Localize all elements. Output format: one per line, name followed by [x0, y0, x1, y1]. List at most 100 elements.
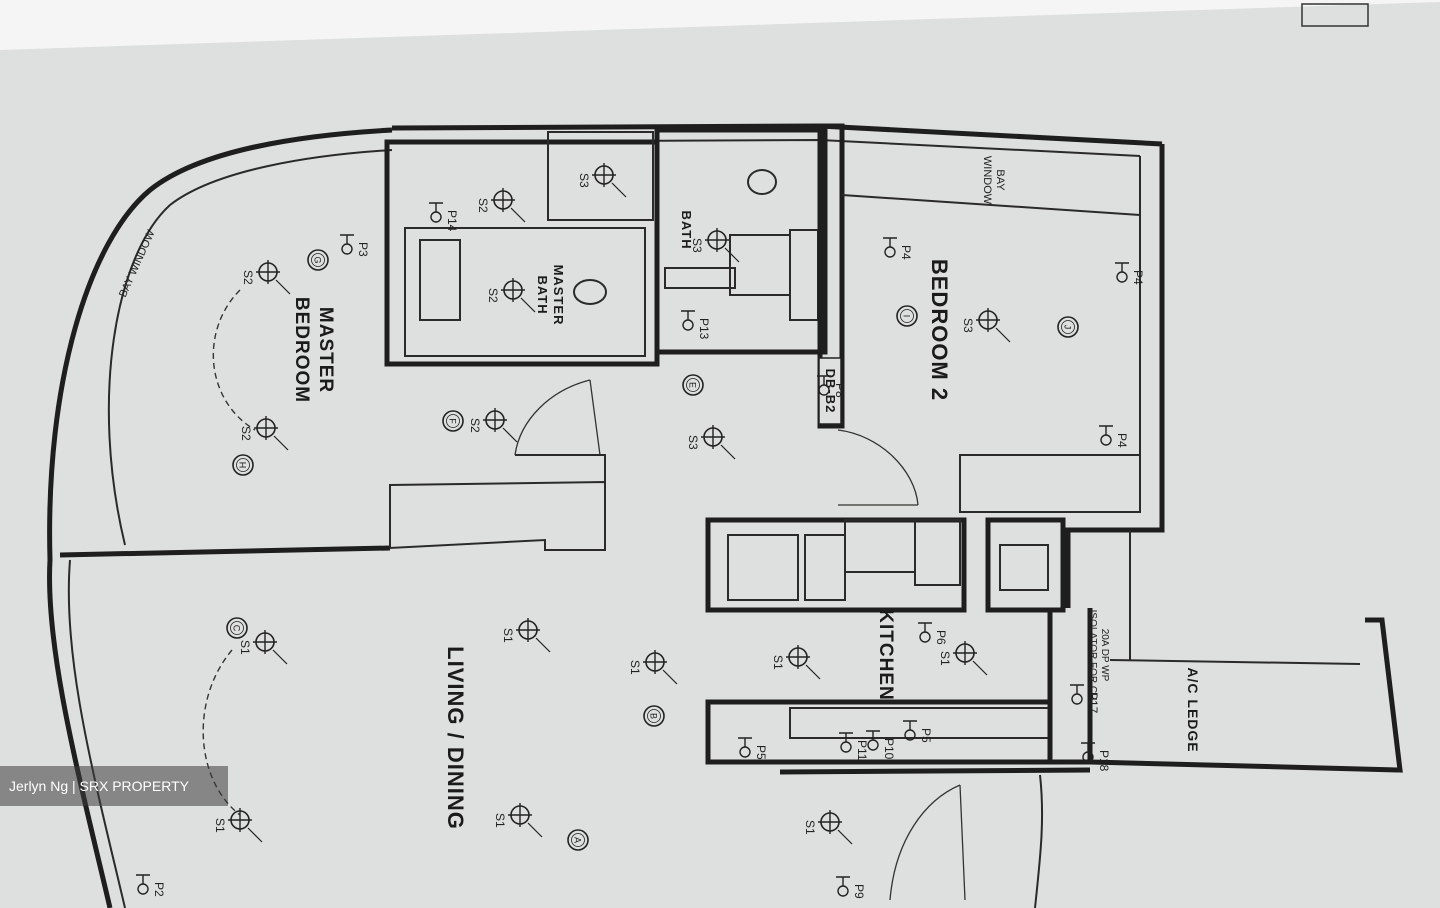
svg-text:BATH: BATH [535, 275, 550, 314]
switch-label: S1 [803, 820, 817, 835]
light-symbol: C [226, 617, 248, 639]
room-label-living-dining: LIVING / DINING [443, 646, 468, 830]
switch-symbol: S2 [241, 260, 291, 295]
light-symbol: B [643, 705, 665, 727]
switch-label: S3 [961, 318, 975, 333]
kitchen-counter-block [705, 517, 967, 613]
power-point-label: P3 [356, 242, 370, 257]
light-symbol: A [567, 829, 589, 851]
power-point-symbol: P2 [136, 874, 166, 897]
power-point-label: P6 [934, 630, 948, 645]
power-point-symbol: P13 [681, 310, 711, 340]
power-point-label: P5 [754, 745, 768, 760]
living-bottom-wall [779, 767, 1091, 775]
power-point-symbol: P4 [883, 237, 913, 260]
switch-label: S1 [238, 640, 252, 655]
switch-symbol: S2 [468, 408, 518, 443]
power-point-label: P10 [882, 738, 896, 760]
power-point-symbol: P11 [839, 732, 869, 761]
power-point-symbol: P18 [1081, 742, 1111, 772]
power-point-label: P9 [852, 884, 866, 899]
switch-label: S1 [493, 813, 507, 828]
switch-label: S2 [486, 288, 500, 303]
power-point-label: P11 [855, 740, 869, 761]
power-point-label: P2 [152, 882, 166, 897]
light-symbol: H [232, 454, 254, 476]
svg-text:BAY: BAY [994, 169, 1006, 191]
bay-window-outer-wall [47, 127, 393, 908]
switch-symbol: S3 [961, 308, 1011, 343]
power-point-symbol: P5 [738, 737, 768, 760]
kitchen-cabinet [727, 534, 799, 601]
power-point-label: P14 [445, 210, 459, 232]
bedroom2-bay-line [841, 194, 1141, 216]
switch-symbol: S1 [213, 808, 263, 843]
power-point-label: P4 [1131, 270, 1145, 285]
isolator-label: 20A DP WP ISOLATOR FOR CU [1087, 610, 1110, 701]
switch-label: S3 [686, 435, 700, 450]
bath-wall [654, 127, 828, 355]
wc-bowl-bath [747, 169, 777, 195]
entrance-wall [1034, 774, 1044, 908]
master-bath-inner [404, 227, 646, 357]
bedroom2-right-wall [1065, 144, 1165, 608]
switching-arc-master [212, 289, 256, 431]
corner-mark [1301, 3, 1369, 27]
svg-text:WINDOW: WINDOW [981, 156, 993, 205]
light-label: B [649, 713, 659, 719]
switch-label: S1 [501, 628, 515, 643]
ac-ledge-inner [1109, 530, 1361, 665]
kitchen-right-wall [1047, 608, 1093, 765]
bay-window-inner-line-2 [67, 559, 126, 908]
paper-shadow [0, 0, 1440, 50]
room-label-bedroom-2: BEDROOM 2 [927, 259, 952, 401]
power-point-symbol: P9 [836, 876, 866, 899]
light-symbol: I [896, 305, 918, 327]
power-point-symbol: P3 [340, 234, 370, 257]
master-bath-screen [664, 267, 736, 289]
watermark-banner: Jerlyn Ng | SRX PROPERTY [0, 766, 228, 806]
master-bedroom-bottom-wall [59, 545, 391, 558]
switch-label: S3 [577, 173, 591, 188]
db-label: DB-B2 [818, 357, 842, 425]
room-label-master-bedroom: MASTER BEDROOM [291, 297, 336, 403]
switch-symbol: S1 [493, 803, 543, 838]
power-point-symbol: P4 [1099, 425, 1129, 448]
switch-symbol: S1 [803, 810, 853, 845]
utility-box [985, 517, 1066, 613]
svg-text:20A DP WP: 20A DP WP [1099, 629, 1110, 682]
switch-symbol: S2 [476, 188, 526, 223]
power-point-symbol: P4 [1115, 262, 1145, 285]
ac-ledge-outline [1089, 617, 1403, 773]
switch-label: S2 [239, 426, 253, 441]
power-point-label: P5 [919, 728, 933, 743]
light-symbol: J [1057, 316, 1079, 338]
light-symbol: G [307, 249, 329, 271]
switch-symbol: S1 [628, 650, 678, 685]
power-point-symbol: P17 [1070, 684, 1100, 714]
light-label: I [902, 315, 912, 318]
kitchen-sink [914, 519, 961, 586]
wc-cubicle [547, 131, 654, 221]
switch-label: S1 [938, 651, 952, 666]
switch-label: S2 [241, 270, 255, 285]
light-label: H [238, 462, 248, 469]
svg-text:BEDROOM: BEDROOM [291, 297, 312, 403]
door-bedroom2 [837, 429, 919, 506]
power-point-label: P18 [1097, 750, 1111, 772]
partition-column [817, 123, 845, 429]
light-label: F [448, 418, 458, 424]
power-point-symbol: P6 [918, 622, 948, 645]
switch-symbol: S3 [690, 228, 740, 263]
room-label-ac-ledge: A/C LEDGE [1185, 667, 1201, 752]
utility-inner [999, 544, 1049, 591]
switch-symbol: S1 [771, 645, 821, 680]
light-label: C [232, 625, 242, 632]
bay-window-inner-line [107, 149, 393, 546]
switch-symbol: S3 [686, 425, 736, 460]
svg-text:MASTER: MASTER [315, 307, 336, 393]
